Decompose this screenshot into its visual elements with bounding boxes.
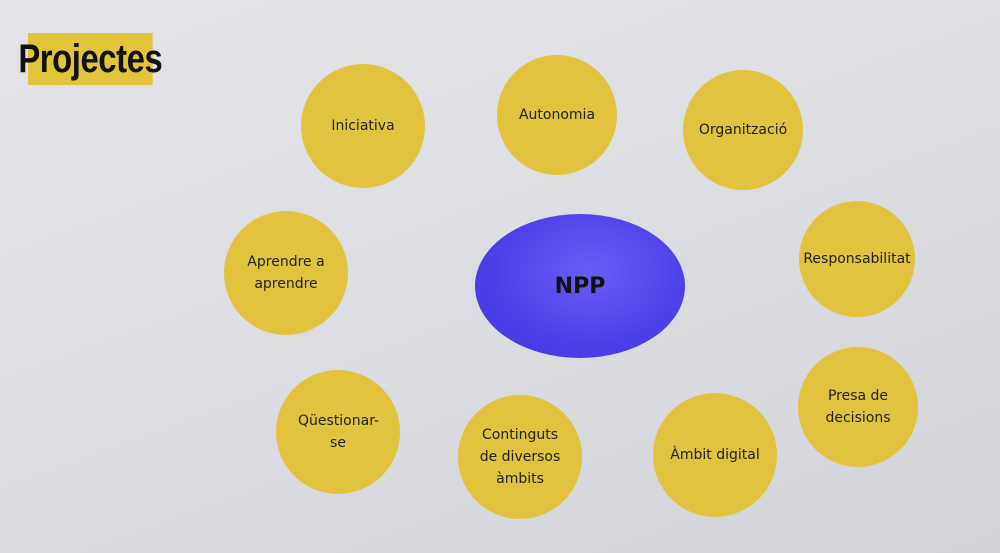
node-label: Aprendre a aprendre xyxy=(247,254,325,292)
node-circle: Presa de decisions xyxy=(798,347,918,467)
node-circle: Autonomia xyxy=(497,55,617,175)
node-circle: Àmbit digital xyxy=(653,393,777,517)
node-label: Presa de decisions xyxy=(825,388,891,426)
node-label: Continguts de diversos àmbits xyxy=(479,427,561,487)
node-label: Qüestionar-se xyxy=(298,413,380,451)
node-label: Organització xyxy=(698,122,788,138)
node-circle: Iniciativa xyxy=(301,64,425,188)
center-node-npp: NPP xyxy=(475,214,685,358)
node-circle: Responsabilitat xyxy=(799,201,915,317)
page-title: Projectes xyxy=(18,33,163,85)
node-label: Responsabilitat xyxy=(803,251,911,267)
node-label: Autonomia xyxy=(518,107,596,123)
node-circle: Qüestionar-se xyxy=(276,370,400,494)
node-label: Iniciativa xyxy=(331,118,395,134)
center-node-label: NPP xyxy=(554,273,606,299)
node-circle: Aprendre a aprendre xyxy=(224,211,348,335)
node-label: Àmbit digital xyxy=(670,447,760,463)
node-circle: Continguts de diversos àmbits xyxy=(458,395,582,519)
node-circle: Organització xyxy=(683,70,803,190)
